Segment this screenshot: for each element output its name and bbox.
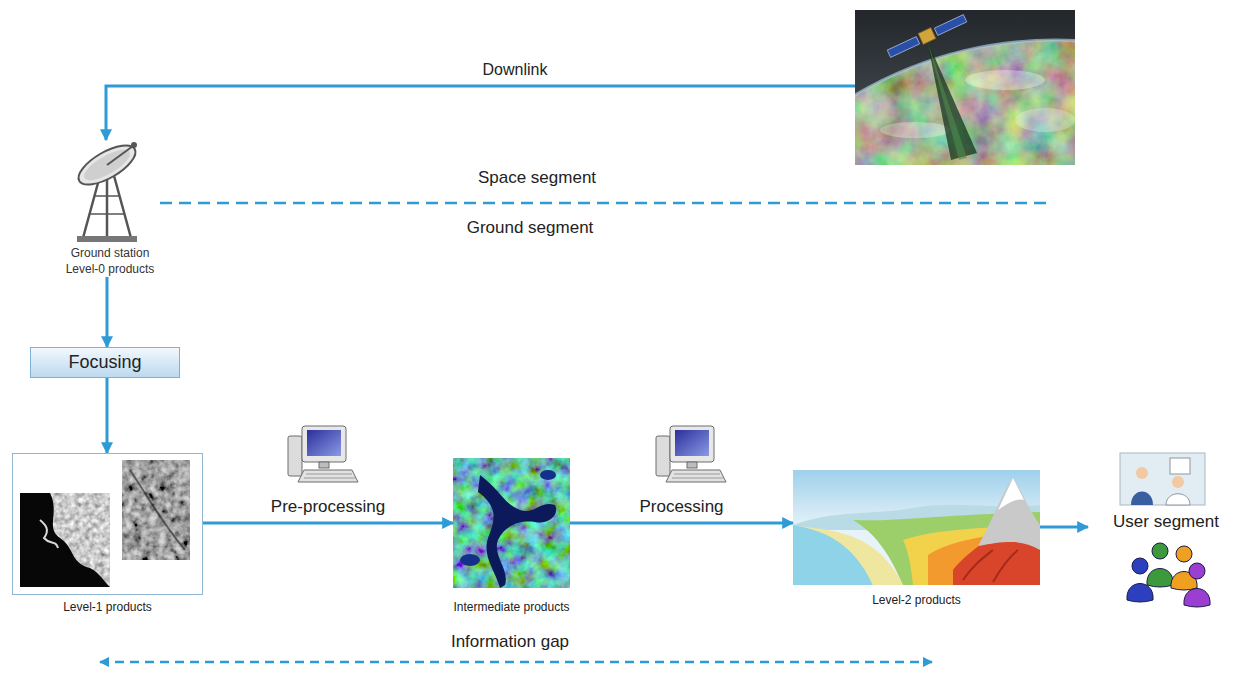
computer-icon — [288, 426, 358, 482]
intermediate-image — [453, 458, 570, 588]
satellite-image — [855, 10, 1075, 165]
people-icon — [1127, 543, 1210, 607]
edge-label: Processing — [637, 497, 725, 517]
product-image: Level-2 products — [793, 470, 1040, 585]
node-label: User segment — [1088, 512, 1244, 532]
flow-arrow — [106, 277, 109, 347]
node-label: Focusing — [68, 352, 141, 373]
flow-arrow — [570, 522, 793, 525]
node-label: Level-2 products — [743, 593, 1090, 608]
flow-arrow — [203, 522, 453, 525]
computer-icon — [656, 426, 726, 482]
ground-station: Ground stationLevel-0 products — [41, 110, 179, 277]
annotation-label: Ground segment — [464, 218, 597, 238]
node-label: Ground station — [41, 245, 179, 261]
downlink-line — [106, 86, 855, 140]
user-segment: User segment — [1088, 450, 1244, 602]
product-frame: Level-1 products — [12, 453, 203, 595]
product-image: Intermediate products — [453, 458, 570, 588]
node-label: Level-1 products — [0, 600, 252, 615]
flow-arrow — [1040, 526, 1088, 529]
level-2-image — [793, 470, 1040, 585]
process-box: Focusing — [30, 347, 180, 378]
antenna-icon — [73, 138, 141, 242]
node-label: Intermediate products — [403, 600, 620, 615]
information-gap-arrow — [100, 661, 932, 664]
doctor-icon — [1120, 453, 1205, 505]
annotation-label: Downlink — [480, 60, 551, 80]
annotation-label: Information gap — [448, 632, 572, 652]
flow-arrow — [106, 378, 109, 453]
annotation-label: Space segment — [475, 168, 599, 188]
segment-divider — [160, 202, 1046, 205]
level-1-images — [20, 460, 190, 587]
edge-label: Pre-processing — [269, 497, 387, 517]
node-sublabel: Level-0 products — [41, 261, 179, 277]
